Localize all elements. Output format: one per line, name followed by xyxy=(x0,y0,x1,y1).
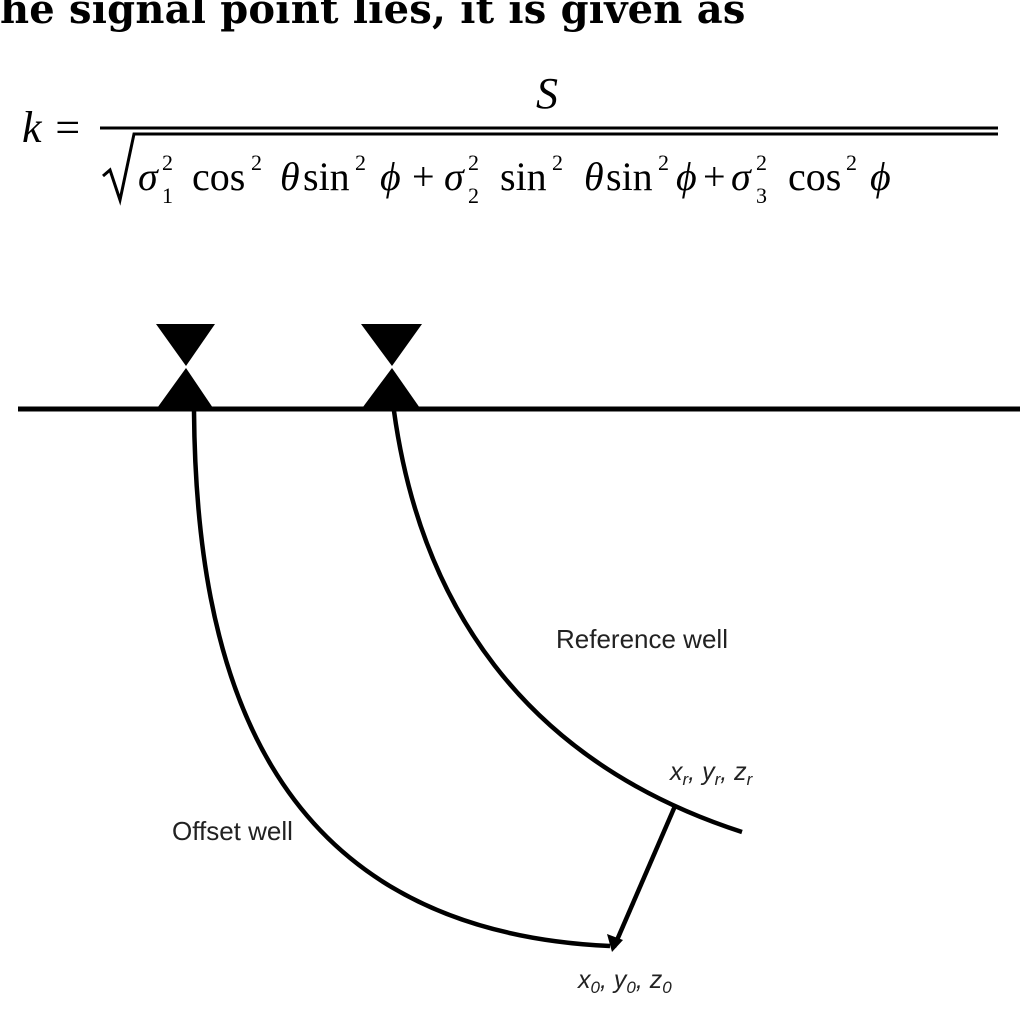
svg-text:2: 2 xyxy=(468,183,479,208)
svg-text:σ: σ xyxy=(138,154,159,199)
svg-text:ϕ: ϕ xyxy=(676,154,697,199)
formula-term-2: σ 2 2 sin 2 θ sin 2 ϕ xyxy=(444,150,697,208)
svg-text:σ: σ xyxy=(731,154,752,199)
svg-text:1: 1 xyxy=(162,183,173,208)
reference-wellhead-icon xyxy=(360,324,422,411)
svg-text:2: 2 xyxy=(846,150,857,175)
svg-text:2: 2 xyxy=(355,150,366,175)
intro-text: he signal point lies, it is given as xyxy=(0,0,746,33)
separation-vector xyxy=(611,805,678,948)
sqrt-sign xyxy=(102,132,998,206)
svg-text:cos: cos xyxy=(192,154,245,199)
offset-wellhead-icon xyxy=(155,324,215,411)
reference-point-coordinates: xr, yr, zr xyxy=(669,758,754,789)
offset-well-trajectory xyxy=(191,410,611,949)
offset-well-label: Offset well xyxy=(172,816,293,846)
formula: k = S σ 2 1 cos 2 θ sin 2 ϕ + σ 2 2 sin … xyxy=(22,69,998,208)
svg-text:2: 2 xyxy=(756,150,767,175)
svg-text:sin: sin xyxy=(606,154,653,199)
svg-text:ϕ: ϕ xyxy=(870,154,891,199)
svg-text:2: 2 xyxy=(552,150,563,175)
formula-plus-1: + xyxy=(412,154,435,199)
svg-text:sin: sin xyxy=(303,154,350,199)
svg-text:σ: σ xyxy=(444,154,465,199)
svg-text:θ: θ xyxy=(584,154,604,199)
svg-text:ϕ: ϕ xyxy=(380,154,401,199)
formula-plus-2: + xyxy=(703,154,726,199)
svg-text:2: 2 xyxy=(658,150,669,175)
formula-term-1: σ 2 1 cos 2 θ sin 2 ϕ xyxy=(138,150,401,208)
reference-well-trajectory xyxy=(391,410,743,835)
offset-point-coordinates: x0, y0, z0 xyxy=(577,966,672,997)
svg-text:θ: θ xyxy=(280,154,300,199)
formula-term-3: σ 2 3 cos 2 ϕ xyxy=(731,150,891,208)
svg-text:3: 3 xyxy=(756,183,767,208)
svg-text:2: 2 xyxy=(251,150,262,175)
svg-text:2: 2 xyxy=(468,150,479,175)
reference-well-label: Reference well xyxy=(556,624,728,654)
svg-text:sin: sin xyxy=(500,154,547,199)
svg-text:2: 2 xyxy=(162,150,173,175)
svg-text:cos: cos xyxy=(788,154,841,199)
formula-lhs: k = xyxy=(22,103,82,152)
formula-numerator: S xyxy=(536,69,558,118)
separation-arrowhead xyxy=(607,934,623,952)
